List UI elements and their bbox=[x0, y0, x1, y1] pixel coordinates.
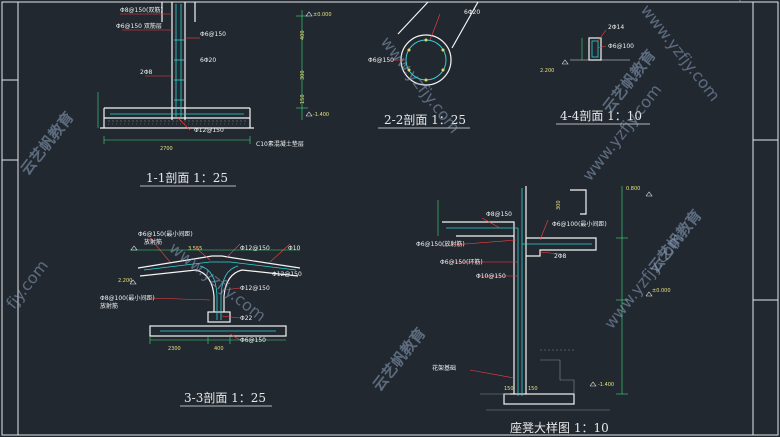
bench-detail-title: 座凳大样图 1：10 bbox=[510, 420, 609, 435]
rebar-note: Φ8@100(最小间距) bbox=[100, 294, 155, 302]
section-3-3: Φ6@150(最小间距) 放射筋 3.555 Φ12@150 Φ10 Φ12@1… bbox=[100, 230, 302, 407]
level-label: 0.800 bbox=[626, 186, 640, 192]
section-2-2: 6Φ20 Φ6@150 2-2剖面 1：25 bbox=[368, 1, 480, 129]
rebar-note: 6Φ20 bbox=[200, 57, 216, 64]
dimension-label: 300 bbox=[300, 70, 306, 80]
svg-text:fjy.com: fjy.com bbox=[2, 256, 52, 312]
dimension-label: 2700 bbox=[160, 146, 173, 152]
rebar-note: Φ6@150 bbox=[200, 31, 226, 38]
rebar-note: Φ22 bbox=[240, 315, 253, 322]
rebar-note: Φ6@150(环筋) bbox=[440, 258, 483, 266]
rebar-note: Φ6@150(最小间距) bbox=[138, 230, 193, 238]
rebar-note: Φ6@150(放射筋) bbox=[416, 240, 465, 248]
rebar-note: 2Φ8 bbox=[140, 69, 153, 76]
section-title-3-3: 3-3剖面 1：25 bbox=[184, 391, 266, 405]
svg-text:云艺帆教育: 云艺帆教育 bbox=[369, 324, 429, 394]
rebar-note: Φ6@150 bbox=[368, 57, 394, 64]
level-label: 3.555 bbox=[188, 246, 202, 252]
dimension-label: 2300 bbox=[168, 346, 181, 352]
svg-text:云艺帆教育: 云艺帆教育 bbox=[17, 108, 77, 178]
rebar-note: Φ10 bbox=[288, 245, 301, 252]
dimension-label: 150 bbox=[300, 94, 306, 104]
rebar-note: Φ12@150 bbox=[240, 245, 270, 252]
dimension-label: 400 bbox=[214, 346, 224, 352]
rebar-note: Φ6@150 bbox=[240, 337, 266, 344]
level-label: ±0.000 bbox=[313, 12, 332, 18]
rebar-note: Φ8@150 bbox=[486, 211, 512, 218]
rebar-note: 放射筋 bbox=[100, 302, 118, 310]
rebar-note: Φ10@150 bbox=[476, 273, 506, 280]
svg-text:云艺帆教育: 云艺帆教育 bbox=[645, 206, 705, 276]
level-label: -1.400 bbox=[598, 382, 614, 388]
level-label: 2.200 bbox=[118, 278, 132, 284]
rebar-note: C10素混凝土垫层 bbox=[256, 140, 304, 148]
rebar-note: Φ12@150 bbox=[240, 285, 270, 292]
rebar-note: Φ12@150 bbox=[194, 127, 224, 134]
dimension-label: 150 bbox=[504, 386, 514, 392]
rebar-note: 放射筋 bbox=[144, 238, 162, 246]
rebar-note: 2Φ8 bbox=[554, 253, 567, 260]
foundation-label: 花架基础 bbox=[432, 364, 456, 372]
section-4-4: 2Φ14 Φ6@100 2.200 4-4剖面 1：10 bbox=[540, 24, 650, 125]
rebar-note: Φ6@100(最小间距) bbox=[552, 220, 607, 228]
section-title-4-4: 4-4剖面 1：10 bbox=[560, 109, 642, 123]
rebar-note: 6Φ20 bbox=[464, 9, 480, 16]
rebar-note: Φ12@150 bbox=[272, 271, 302, 278]
bench-detail: 0.800 ±0.000 -1.400 300 150 150 Φ8@150 Φ… bbox=[416, 186, 671, 435]
rebar-note: 2Φ14 bbox=[608, 24, 624, 31]
section-title-1-1: 1-1剖面 1：25 bbox=[146, 171, 228, 185]
rebar-note: Φ8@150(双筋) bbox=[120, 6, 163, 14]
level-label: -1.400 bbox=[313, 112, 329, 118]
dimension-label: 400 bbox=[300, 30, 306, 40]
level-label: 2.200 bbox=[540, 68, 554, 74]
dimension-label: 150 bbox=[528, 386, 538, 392]
level-label: ±0.000 bbox=[652, 288, 671, 294]
rebar-note: Φ6@100 bbox=[608, 43, 634, 50]
section-1-1: ±0.000 -1.400 2700 400 300 150 Φ8@150(双筋… bbox=[97, 2, 332, 187]
rebar-note: Φ6@150 双筋层 bbox=[116, 22, 162, 30]
section-title-2-2: 2-2剖面 1：25 bbox=[384, 113, 466, 127]
dimension-label: 300 bbox=[556, 200, 562, 210]
